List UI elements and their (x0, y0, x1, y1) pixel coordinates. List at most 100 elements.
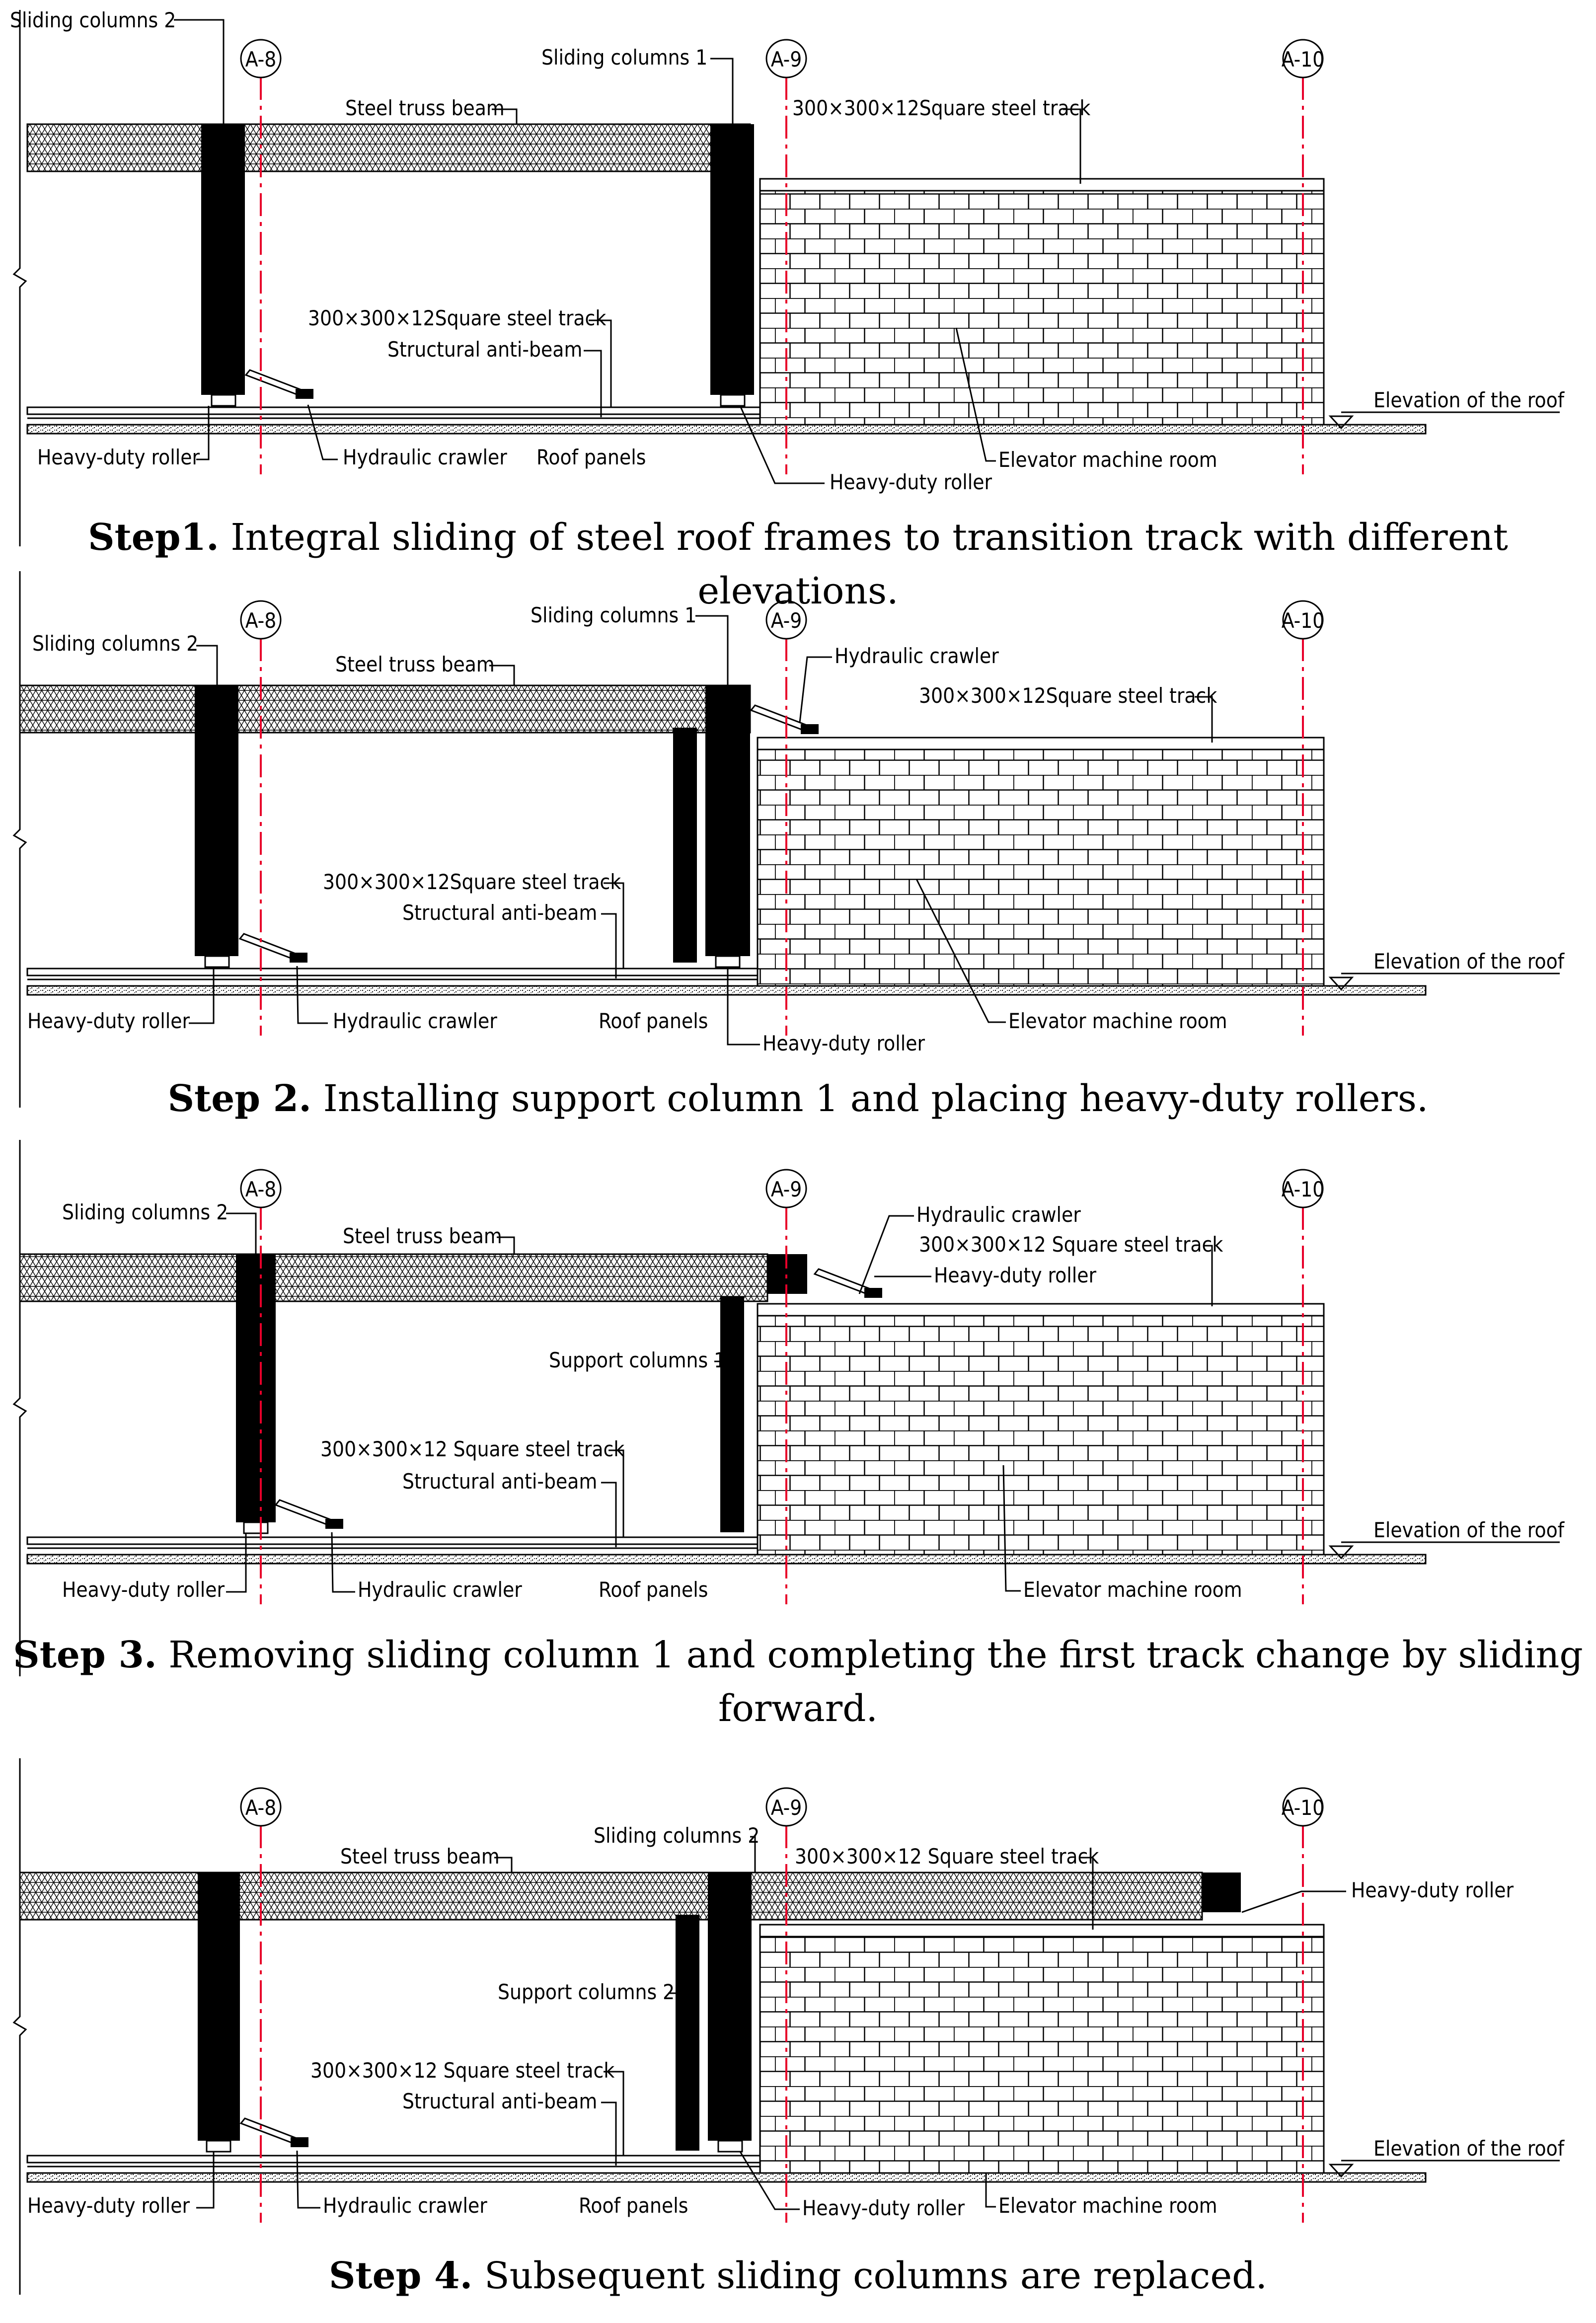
steel-truss-beam (19, 1253, 768, 1302)
label-roof-panels: Roof panels (599, 1009, 708, 1033)
leader-line (601, 1482, 617, 1547)
heavy-duty-roller-left (206, 2140, 231, 2153)
leader-line (955, 327, 996, 462)
axis-bubble (765, 600, 807, 640)
hydraulic-crawler-top (813, 1268, 872, 1295)
axis-bubble (1282, 39, 1324, 78)
square-steel-track (26, 968, 761, 976)
label-heavy-duty-roller-top: Heavy-duty roller (934, 1263, 1097, 1287)
label-hydraulic-crawler-bottom: Hydraulic crawler (323, 2193, 487, 2218)
label-heavy-duty-roller-mid: Heavy-duty roller (802, 2196, 965, 2220)
label-structural-anti-beam: Structural anti-beam (387, 337, 582, 362)
leader-line (601, 2101, 617, 2166)
elevator-track-top (759, 178, 1325, 192)
leader-line (1205, 1245, 1213, 1306)
label-sliding-columns-1: Sliding columns 1 (531, 603, 696, 627)
label-hydraulic-crawler: Hydraulic crawler (343, 445, 507, 469)
step-caption-4: Step 4. Subsequent sliding columns are r… (0, 2249, 1596, 2303)
elevator-machine-room (759, 190, 1325, 426)
roof-slab (26, 2172, 1427, 2183)
label-sliding-columns-2: Sliding columns 2 (594, 1823, 760, 1848)
step-number: Step 3. (13, 1634, 157, 1676)
axis-label-a-10: A-10 (1282, 1796, 1325, 1820)
leader-line (494, 1857, 513, 1873)
hydraulic-crawler-top-head (864, 1288, 882, 1298)
axis-bubble (1282, 1787, 1324, 1827)
step-caption-3: Step 3. Removing sliding column 1 and co… (0, 1628, 1596, 1735)
leader-line (497, 1236, 515, 1254)
leader-line (601, 913, 617, 978)
roof-slab (26, 985, 1427, 996)
support-column-1 (720, 1296, 744, 1532)
heavy-duty-roller-left (204, 955, 230, 968)
step-caption-text: Subsequent sliding columns are replaced. (472, 2254, 1268, 2297)
label-sliding-columns-1: Sliding columns 1 (541, 45, 707, 70)
sliding-column-2 (195, 685, 238, 956)
break-line (12, 10, 27, 546)
leader-line (799, 656, 832, 723)
leader-line (1063, 108, 1081, 184)
elevation-marker-icon (1328, 2164, 1354, 2178)
label-roof-panels: Roof panels (579, 2193, 688, 2218)
step-caption-2: Step 2. Installing support column 1 and … (0, 1072, 1596, 1125)
label-square-steel-track: 300×300×12Square steel track (308, 306, 606, 330)
heavy-duty-roller-mid (717, 2140, 743, 2153)
axis-label-a-8: A-8 (245, 1177, 277, 1201)
step-caption-1: Step1. Integral sliding of steel roof fr… (0, 511, 1596, 618)
step-caption-text-line-2: forward. (718, 1687, 878, 1730)
label-structural-anti-beam: Structural anti-beam (402, 1469, 597, 1494)
leader-line (226, 1212, 257, 1254)
leader-line (226, 1533, 247, 1593)
label-heavy-duty-roller-left: Heavy-duty roller (37, 445, 200, 469)
hydraulic-crawler-bottom (239, 2117, 298, 2144)
label-square-steel-track: 300×300×12 Square steel track (310, 2058, 614, 2083)
roof-slab (26, 424, 1427, 435)
label-square-steel-track: 300×300×12Square steel track (323, 870, 621, 894)
hydraulic-crawler (244, 369, 303, 396)
square-steel-track (26, 2155, 761, 2164)
label-structural-anti-beam: Structural anti-beam (402, 2089, 597, 2113)
leader-line (750, 1836, 756, 1873)
label-square-steel-track-top: 300×300×12Square steel track (919, 683, 1217, 708)
label-elevation-of-the-roof: Elevation of the roof (1373, 388, 1565, 412)
axis-bubble (765, 1787, 807, 1827)
leader-line (331, 1532, 355, 1593)
support-column-2 (676, 1915, 699, 2151)
leader-line (174, 19, 225, 124)
heavy-duty-roller-left (211, 394, 236, 407)
leader-line (492, 108, 518, 124)
label-sliding-columns-2: Sliding columns 2 (10, 8, 176, 32)
leader-line (739, 2151, 800, 2210)
label-elevation-of-the-roof: Elevation of the roof (1373, 949, 1565, 974)
roof-slab (26, 1554, 1427, 1565)
leader-line (489, 665, 515, 685)
axis-bubble (765, 1169, 807, 1208)
elevator-machine-room (759, 1936, 1325, 2174)
heavy-duty-roller-left (243, 1521, 269, 1534)
label-elevator-machine-room: Elevator machine room (1023, 1577, 1242, 1602)
steel-truss-beam (26, 123, 751, 172)
sliding-column-2 (236, 1254, 276, 1522)
hydraulic-crawler-head (296, 389, 313, 399)
leader-line (1195, 696, 1213, 743)
axis-label-a-9: A-9 (771, 608, 802, 633)
step-number: Step 2. (167, 1077, 312, 1120)
break-line (12, 1140, 27, 1676)
elevator-machine-room (757, 749, 1325, 987)
elevator-track-top (757, 1303, 1325, 1317)
heavy-duty-roller-mid (720, 394, 746, 407)
steel-truss-beam (19, 1872, 1203, 1921)
label-steel-truss-beam: Steel truss beam (343, 1224, 502, 1248)
leader-line (296, 2150, 320, 2209)
axis-label-a-8: A-8 (245, 47, 277, 72)
axis-bubble (240, 1169, 282, 1208)
hydraulic-crawler-bottom (274, 1499, 333, 1526)
heavy-duty-roller-right (1202, 1873, 1241, 1912)
leader-line (858, 1215, 914, 1294)
leader-line (915, 879, 1006, 1023)
label-square-steel-track-top: 300×300×12 Square steel track (795, 1844, 1099, 1869)
heavy-duty-roller-mid (715, 955, 741, 968)
